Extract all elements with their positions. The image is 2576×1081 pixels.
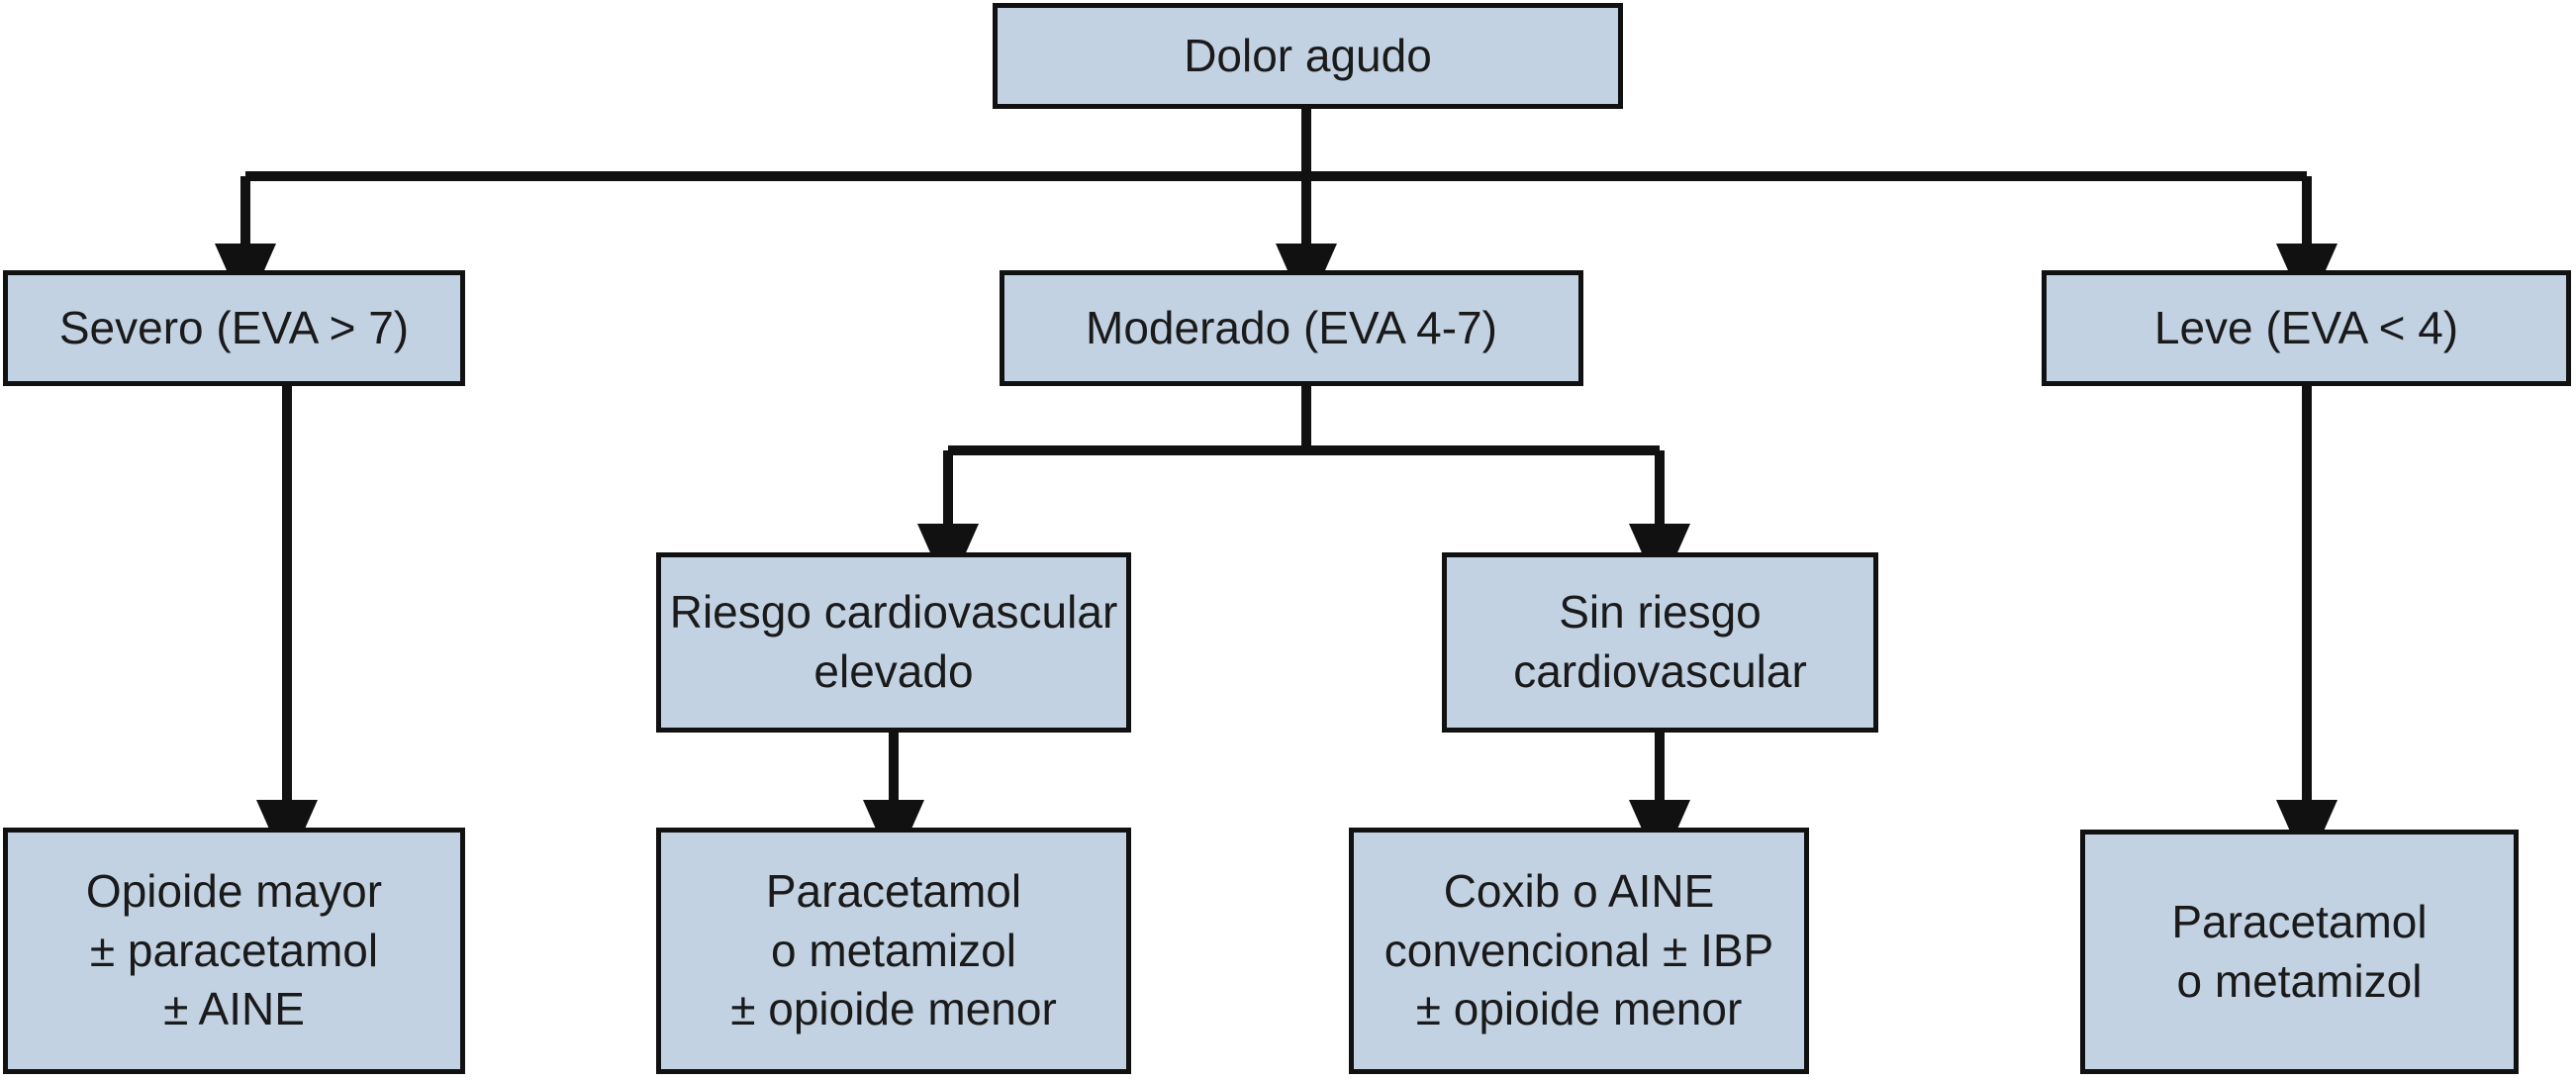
node-tratamiento-riesgo-cardiovascular[interactable]: Paracetamol o metamizol ± opioide menor: [656, 828, 1131, 1074]
node-moderado[interactable]: Moderado (EVA 4-7): [1000, 270, 1583, 386]
node-tratamiento-sin-riesgo-cardiovascular[interactable]: Coxib o AINE convencional ± IBP ± opioid…: [1349, 828, 1809, 1074]
node-dolor-agudo[interactable]: Dolor agudo: [993, 3, 1623, 109]
node-tratamiento-severo[interactable]: Opioide mayor ± paracetamol ± AINE: [3, 828, 465, 1074]
node-tratamiento-leve[interactable]: Paracetamol o metamizol: [2080, 830, 2519, 1074]
node-sin-riesgo-cardiovascular[interactable]: Sin riesgo cardiovascular: [1442, 552, 1878, 733]
edge-moderado-to-children: [916, 386, 1690, 593]
edge-root-to-children: [214, 109, 2337, 313]
node-leve[interactable]: Leve (EVA < 4): [2042, 270, 2571, 386]
node-severo[interactable]: Severo (EVA > 7): [3, 270, 465, 386]
node-riesgo-cardiovascular-elevado[interactable]: Riesgo cardiovascular elevado: [656, 552, 1131, 733]
